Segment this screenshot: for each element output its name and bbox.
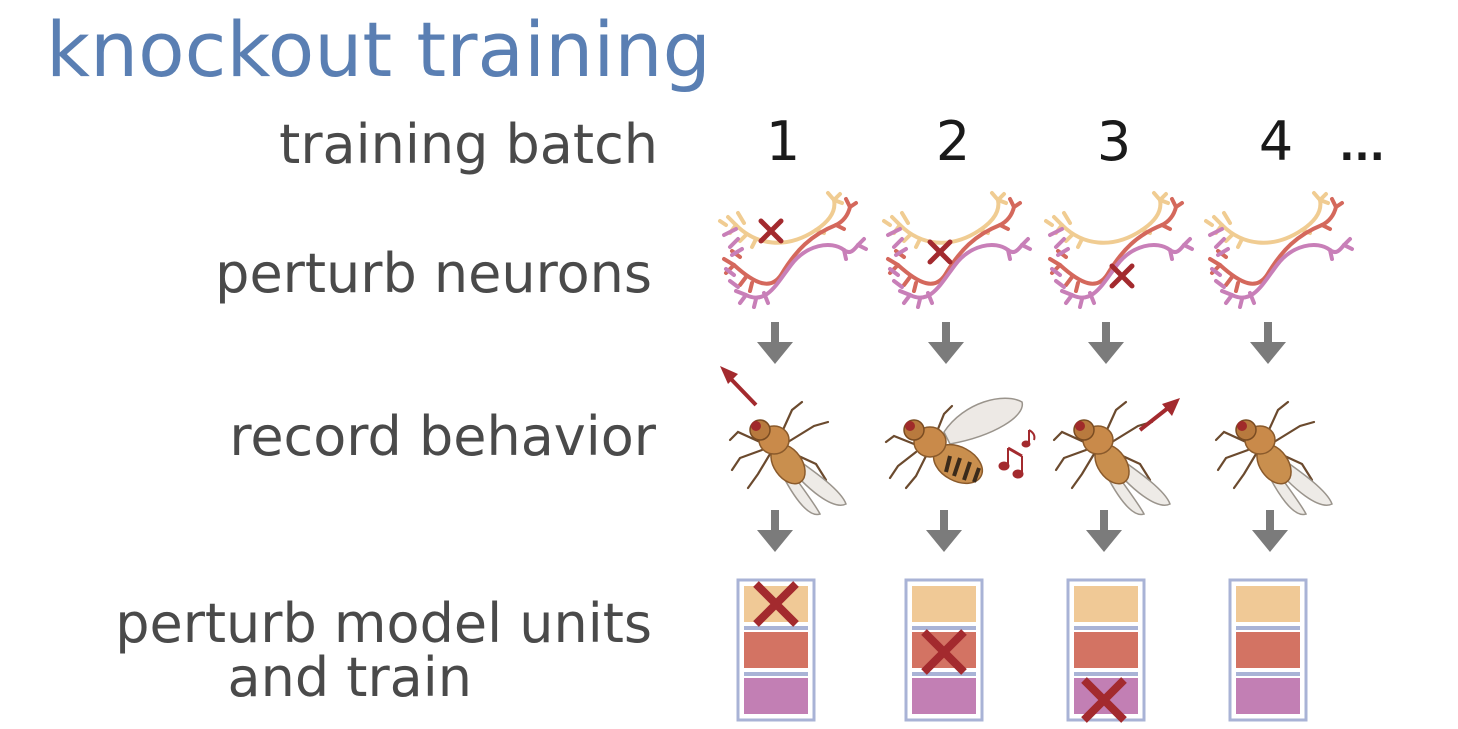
batch-number-4: 4 [1259, 110, 1293, 173]
down-arrow-icon [1086, 510, 1122, 552]
down-arrow-icon [757, 510, 793, 552]
model-unit-stack [1228, 578, 1308, 722]
row-label-training-batch: training batch [279, 113, 658, 176]
column-batch-4 [1204, 191, 1354, 722]
batch-number-1: 1 [766, 110, 800, 173]
singing-fly-icon [884, 396, 1025, 494]
walk-right-arrow [1138, 398, 1180, 432]
down-arrow-icon [1252, 510, 1288, 552]
row-label-record-behavior: record behavior [229, 405, 656, 468]
down-arrow-icon [928, 322, 964, 364]
row-label-perturb-neurons: perturb neurons [215, 242, 652, 305]
diagram-title: knockout training [46, 5, 711, 94]
down-arrow-icon [1250, 322, 1286, 364]
neuron-cluster-icon [882, 191, 1032, 309]
down-arrow-icon [926, 510, 962, 552]
neuron-cluster-icon [718, 191, 868, 309]
row-label-perturb-model-line2: and train [228, 646, 472, 709]
fly-icon [1214, 400, 1334, 516]
neuron-knockout-mark [1112, 266, 1132, 286]
down-arrow-icon [757, 322, 793, 364]
neuron-knockout-mark [930, 242, 950, 262]
neuron-cluster-icon [1044, 191, 1194, 309]
batch-number-3: 3 [1097, 110, 1131, 173]
down-arrow-icon [1088, 322, 1124, 364]
column-batch-2 [882, 191, 1036, 722]
row-label-perturb-model-line1: perturb model units [115, 592, 652, 655]
neuron-cluster-icon [1204, 191, 1354, 309]
walk-left-arrow [720, 366, 758, 407]
column-batch-3 [1044, 191, 1194, 720]
batch-ellipsis: ... [1339, 124, 1385, 170]
column-batch-1 [718, 191, 868, 722]
neuron-knockout-mark [761, 221, 781, 241]
fly-icon [728, 400, 848, 516]
batch-number-2: 2 [936, 110, 970, 173]
music-notes-icon [998, 429, 1036, 479]
